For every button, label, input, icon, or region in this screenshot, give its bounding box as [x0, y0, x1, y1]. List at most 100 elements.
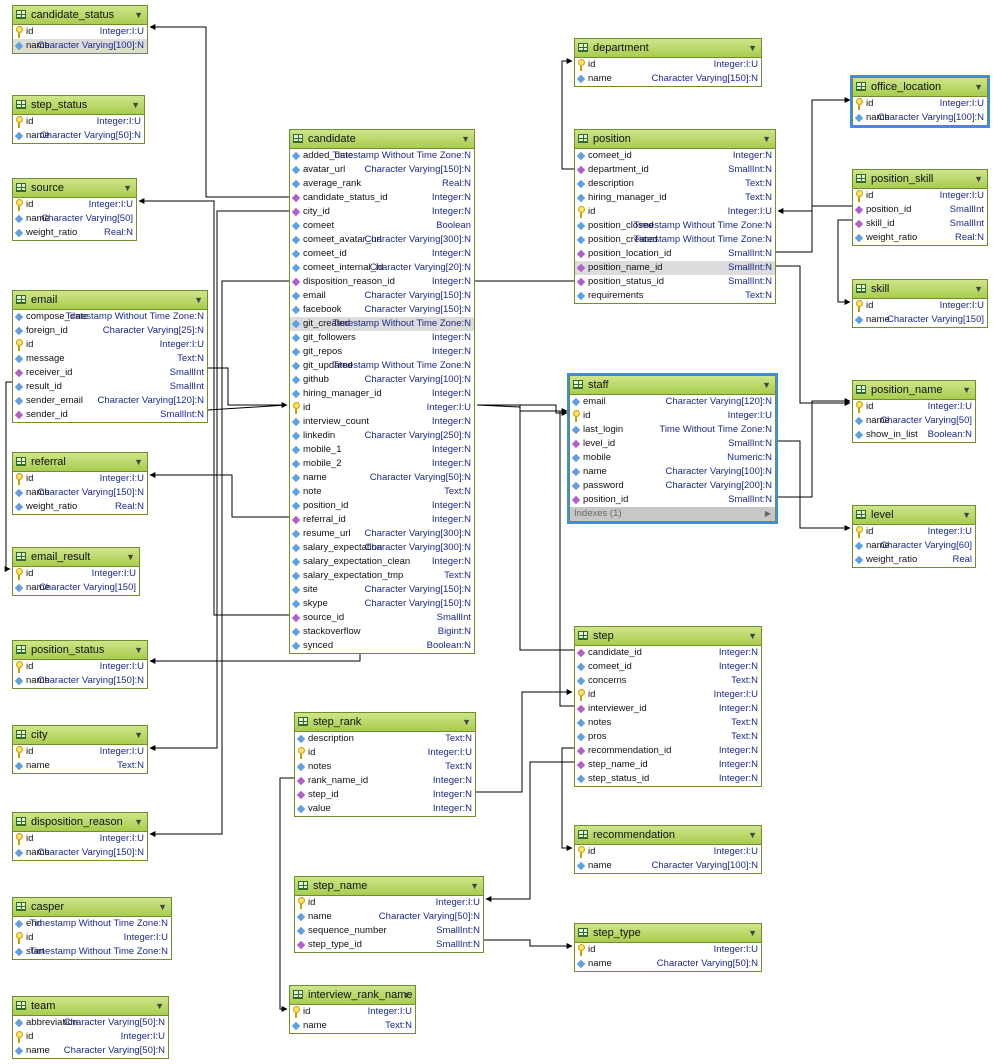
table-header[interactable]: recommendation▼ [575, 826, 761, 845]
indexes-row[interactable]: Indexes (1)▶ [570, 507, 775, 521]
table-header[interactable]: step_rank▼ [295, 713, 475, 732]
collapse-triangle-icon[interactable]: ▼ [134, 817, 143, 827]
table-header[interactable]: step_type▼ [575, 924, 761, 943]
collapse-triangle-icon[interactable]: ▼ [402, 990, 411, 1000]
collapse-triangle-icon[interactable]: ▼ [748, 631, 757, 641]
collapse-triangle-icon[interactable]: ▼ [974, 174, 983, 184]
table-header[interactable]: candidate▼ [290, 130, 474, 149]
collapse-triangle-icon[interactable]: ▼ [461, 134, 470, 144]
collapse-triangle-icon[interactable]: ▼ [134, 730, 143, 740]
collapse-triangle-icon[interactable]: ▼ [194, 295, 203, 305]
table-header[interactable]: level▼ [853, 506, 975, 525]
collapse-triangle-icon[interactable]: ▼ [470, 881, 479, 891]
collapse-triangle-icon[interactable]: ▼ [962, 385, 971, 395]
table-header[interactable]: office_location▼ [853, 78, 987, 97]
table-header[interactable]: skill▼ [853, 280, 987, 299]
collapse-triangle-icon[interactable]: ▼ [126, 552, 135, 562]
collapse-triangle-icon[interactable]: ▼ [134, 457, 143, 467]
table-header[interactable]: referral▼ [13, 453, 147, 472]
collapse-triangle-icon[interactable]: ▼ [462, 717, 471, 727]
table-header[interactable]: position_skill▼ [853, 170, 987, 189]
table-header[interactable]: staff▼ [570, 376, 775, 395]
table-header[interactable]: team▼ [13, 997, 168, 1016]
collapse-triangle-icon[interactable]: ▼ [962, 510, 971, 520]
table-header[interactable]: email▼ [13, 291, 207, 310]
